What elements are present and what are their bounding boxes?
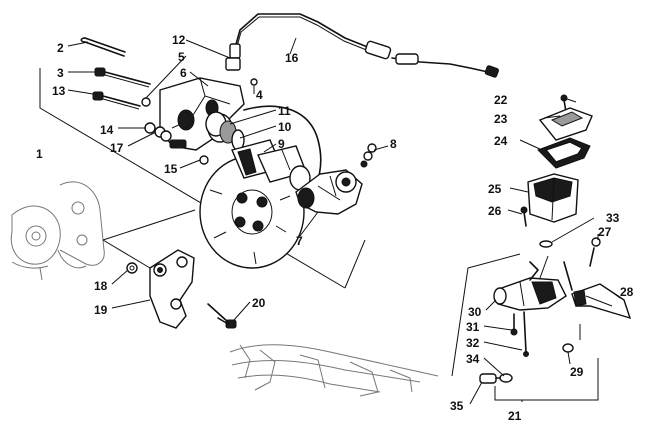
label-part-28: 28 bbox=[620, 285, 634, 299]
label-part-27: 27 bbox=[598, 225, 612, 239]
label-part-35: 35 bbox=[450, 399, 464, 413]
caliper-bracket bbox=[126, 249, 237, 329]
label-part-21: 21 bbox=[508, 409, 522, 423]
part-labels: 1 2 3 4 5 6 7 8 9 10 11 12 13 14 15 16 1… bbox=[36, 33, 634, 423]
reservoir-cap bbox=[538, 94, 593, 141]
caliper-half bbox=[295, 169, 363, 215]
label-part-8: 8 bbox=[390, 137, 397, 151]
label-part-5: 5 bbox=[178, 50, 185, 64]
brake-lever bbox=[563, 261, 632, 320]
reservoir-hardware bbox=[520, 206, 601, 267]
label-part-17: 17 bbox=[110, 141, 124, 155]
label-part-19: 19 bbox=[94, 303, 108, 317]
label-part-16: 16 bbox=[285, 51, 299, 65]
label-part-1: 1 bbox=[36, 147, 43, 161]
piston-set bbox=[205, 111, 245, 151]
bleeder-valve bbox=[360, 143, 377, 168]
label-part-14: 14 bbox=[100, 123, 114, 137]
label-part-6: 6 bbox=[180, 66, 187, 80]
label-part-3: 3 bbox=[57, 66, 64, 80]
label-part-13: 13 bbox=[52, 84, 66, 98]
group-bracket-21 bbox=[451, 253, 599, 401]
brake-pads bbox=[231, 139, 311, 191]
brake-line bbox=[234, 13, 499, 78]
label-part-23: 23 bbox=[494, 112, 508, 126]
label-part-32: 32 bbox=[466, 336, 480, 350]
label-part-18: 18 bbox=[94, 279, 108, 293]
line-fittings bbox=[479, 373, 513, 384]
label-part-25: 25 bbox=[488, 182, 502, 196]
o-ring bbox=[250, 78, 258, 86]
label-part-29: 29 bbox=[570, 365, 584, 379]
label-part-31: 31 bbox=[466, 320, 480, 334]
label-part-2: 2 bbox=[57, 41, 64, 55]
label-part-11: 11 bbox=[278, 104, 291, 118]
label-part-10: 10 bbox=[278, 120, 292, 134]
label-part-12: 12 bbox=[172, 33, 186, 47]
label-part-15: 15 bbox=[164, 162, 178, 176]
label-part-4: 4 bbox=[256, 88, 263, 102]
label-part-22: 22 bbox=[494, 93, 508, 107]
label-part-34: 34 bbox=[466, 352, 480, 366]
diaphragm bbox=[537, 137, 591, 169]
label-part-9: 9 bbox=[278, 137, 285, 151]
banjo-fitting bbox=[225, 43, 241, 71]
label-part-7: 7 bbox=[296, 234, 303, 248]
label-part-33: 33 bbox=[606, 211, 620, 225]
master-cylinder bbox=[493, 261, 567, 311]
frame-sketch bbox=[229, 344, 439, 397]
leader-lines bbox=[67, 37, 621, 405]
cotter-pin bbox=[80, 37, 126, 57]
label-part-26: 26 bbox=[488, 204, 502, 218]
label-part-20: 20 bbox=[252, 296, 266, 310]
chassis-plate-sketch bbox=[10, 181, 105, 281]
label-part-24: 24 bbox=[494, 134, 508, 148]
reservoir bbox=[527, 173, 579, 223]
bolts-left bbox=[92, 67, 151, 110]
label-part-30: 30 bbox=[468, 305, 482, 319]
